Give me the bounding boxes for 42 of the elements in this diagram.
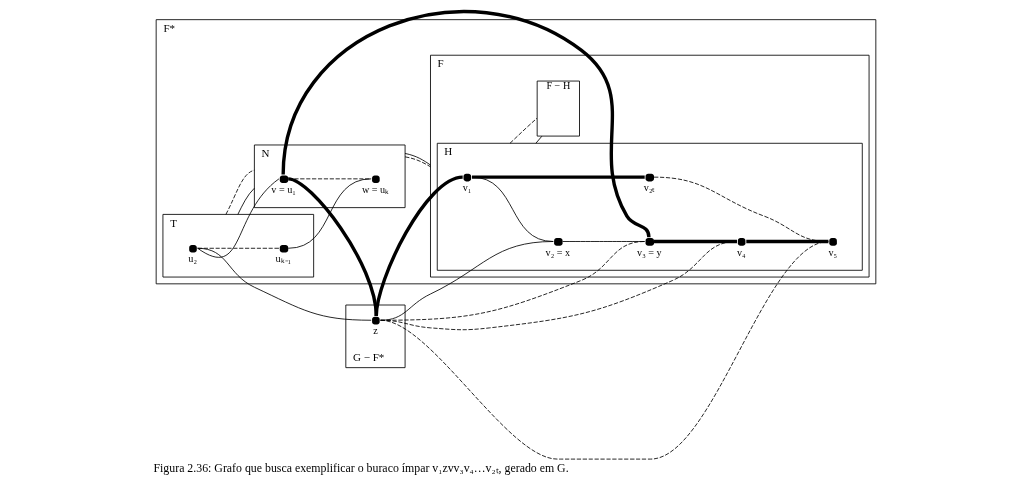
node-circle — [463, 173, 471, 182]
connector — [653, 239, 737, 244]
connector — [379, 241, 737, 331]
connector — [287, 178, 372, 249]
node-label: v₂ = x — [545, 246, 570, 258]
connector — [471, 175, 645, 179]
node-label: v₅ — [827, 246, 837, 258]
connector — [224, 169, 255, 215]
node-label: v₁ — [462, 182, 471, 194]
node-label: z — [372, 325, 378, 337]
connector — [379, 241, 645, 321]
node-circle — [279, 175, 288, 184]
node-circle — [645, 173, 654, 182]
node-circle — [371, 316, 380, 325]
connector — [534, 135, 542, 144]
node-circle — [188, 244, 197, 253]
connector — [236, 187, 255, 215]
node-label: v₃ = y — [636, 246, 662, 258]
connector — [196, 247, 372, 321]
node-circle — [737, 238, 745, 246]
node-label: uₖ₋₁ — [275, 253, 291, 265]
connector — [374, 175, 463, 317]
connector — [287, 177, 378, 317]
connector — [379, 241, 554, 321]
node-label: w = uₖ — [361, 183, 389, 195]
node-label: v₂ₜ — [643, 182, 654, 194]
node-circle — [553, 238, 563, 246]
node-circle — [279, 244, 288, 253]
node-circle — [828, 238, 837, 246]
connector — [745, 239, 828, 244]
node-label: v = u₁ — [270, 183, 296, 195]
connector — [280, 10, 651, 238]
connector — [653, 176, 829, 242]
caption: Figura 2.36: Grafo que busca exemplificar o buraco ímpar v₁zvv₃v₄…v₂ₜ, gerado em G. — [152, 460, 569, 475]
connector — [509, 117, 537, 144]
node-label: v₄ — [736, 246, 746, 258]
connector — [196, 178, 279, 258]
node-circle — [371, 175, 380, 184]
node-box: F − H — [536, 80, 580, 137]
connector — [379, 241, 829, 460]
node-circle — [645, 238, 654, 246]
node-label: u₂ — [187, 253, 197, 265]
